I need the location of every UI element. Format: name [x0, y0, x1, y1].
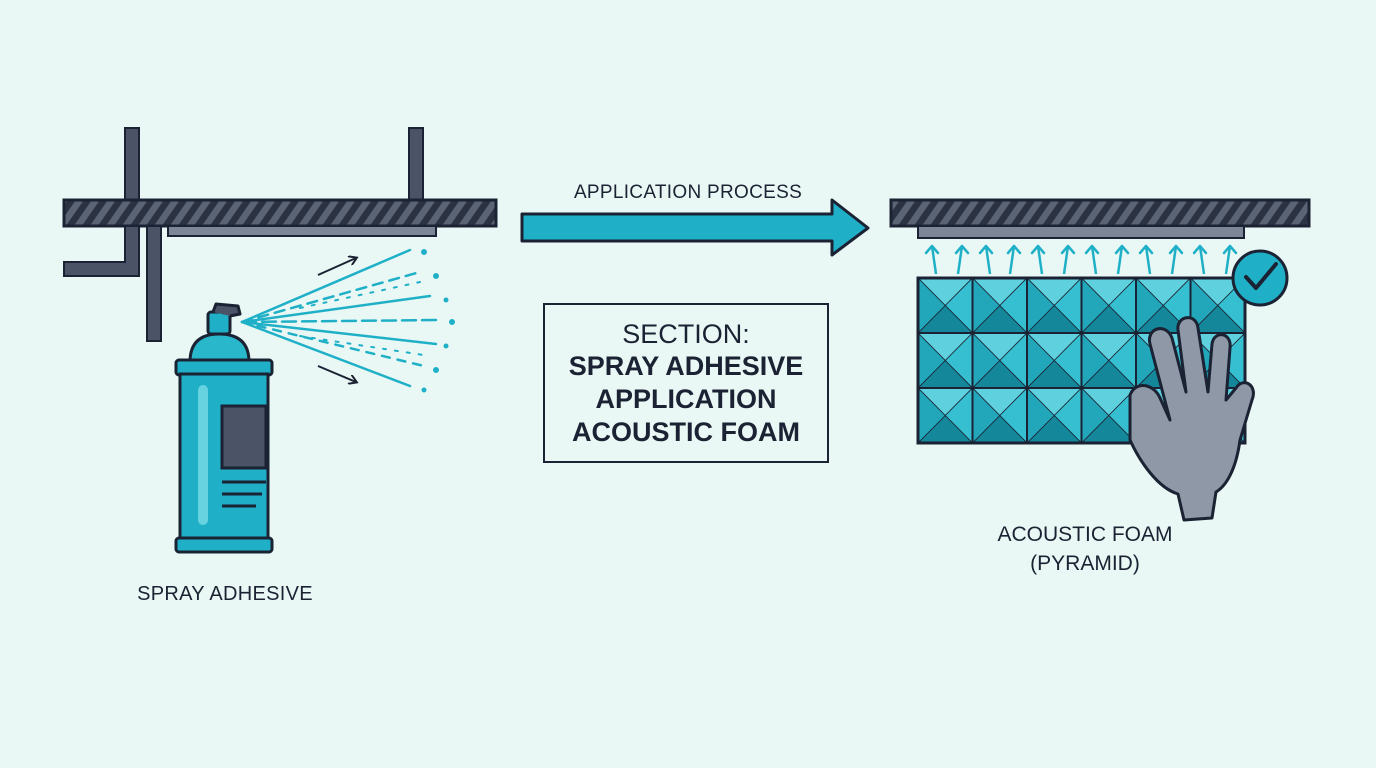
spray-arrow-upper [317, 258, 356, 276]
adhesion-arrow [1060, 244, 1076, 275]
section-title-line-2: APPLICATION [595, 383, 777, 414]
process-label: APPLICATION PROCESS [573, 182, 803, 203]
foam-pyramid-cell [1080, 332, 1137, 389]
right-ceiling-icon [889, 198, 1311, 239]
left-ceiling-icon [62, 127, 498, 342]
adhesion-arrow [1084, 244, 1100, 275]
acoustic-foam-label: ACOUSTIC FOAM (PYRAMID) [940, 520, 1230, 578]
acoustic-foam-label-line-2: (PYRAMID) [1030, 552, 1140, 575]
spray-can-icon [174, 302, 274, 554]
spray-mist-icon [240, 248, 455, 393]
spray-adhesive-label: SPRAY ADHESIVE [137, 583, 313, 605]
hand-icon [1128, 316, 1255, 522]
arrow-right-icon [520, 198, 870, 257]
foam-pyramid-cell [917, 387, 974, 444]
foam-pyramid-cell [917, 277, 974, 334]
adhesion-arrow [924, 244, 940, 275]
foam-panel-outline [916, 276, 1247, 445]
adhesion-arrow [1168, 244, 1184, 275]
foam-pyramid-cell [971, 277, 1028, 334]
adhesion-arrow [1006, 244, 1022, 275]
section-title-box: SECTION: SPRAY ADHESIVE APPLICATION ACOU… [543, 303, 829, 463]
adhesion-arrow [1222, 244, 1238, 275]
foam-pyramid-cell [971, 332, 1028, 389]
adhesion-arrow [1114, 244, 1130, 275]
adhesion-arrow [1138, 244, 1154, 275]
foam-pyramid-cell [917, 332, 974, 389]
section-title-line-1: SPRAY ADHESIVE [568, 350, 804, 381]
section-title-line-3: ACOUSTIC FOAM [572, 416, 800, 447]
foam-pyramid-cell [1026, 277, 1083, 334]
checkmark-icon [1231, 249, 1289, 307]
adhesion-arrow [1030, 244, 1046, 275]
adhesion-arrow [1192, 244, 1208, 275]
acoustic-foam-label-line-1: ACOUSTIC FOAM [997, 523, 1173, 546]
adhesion-arrows [924, 244, 1238, 275]
adhesion-arrow [978, 244, 994, 275]
foam-pyramid-cell [1080, 387, 1137, 444]
foam-pyramid-cell [1026, 387, 1083, 444]
foam-pyramid-cell [1080, 277, 1137, 334]
adhesion-arrow [954, 244, 970, 275]
section-heading: SECTION: [622, 318, 750, 349]
foam-pyramid-cell [971, 387, 1028, 444]
spray-arrow-lower [317, 365, 356, 382]
foam-pyramid-cell [1026, 332, 1083, 389]
